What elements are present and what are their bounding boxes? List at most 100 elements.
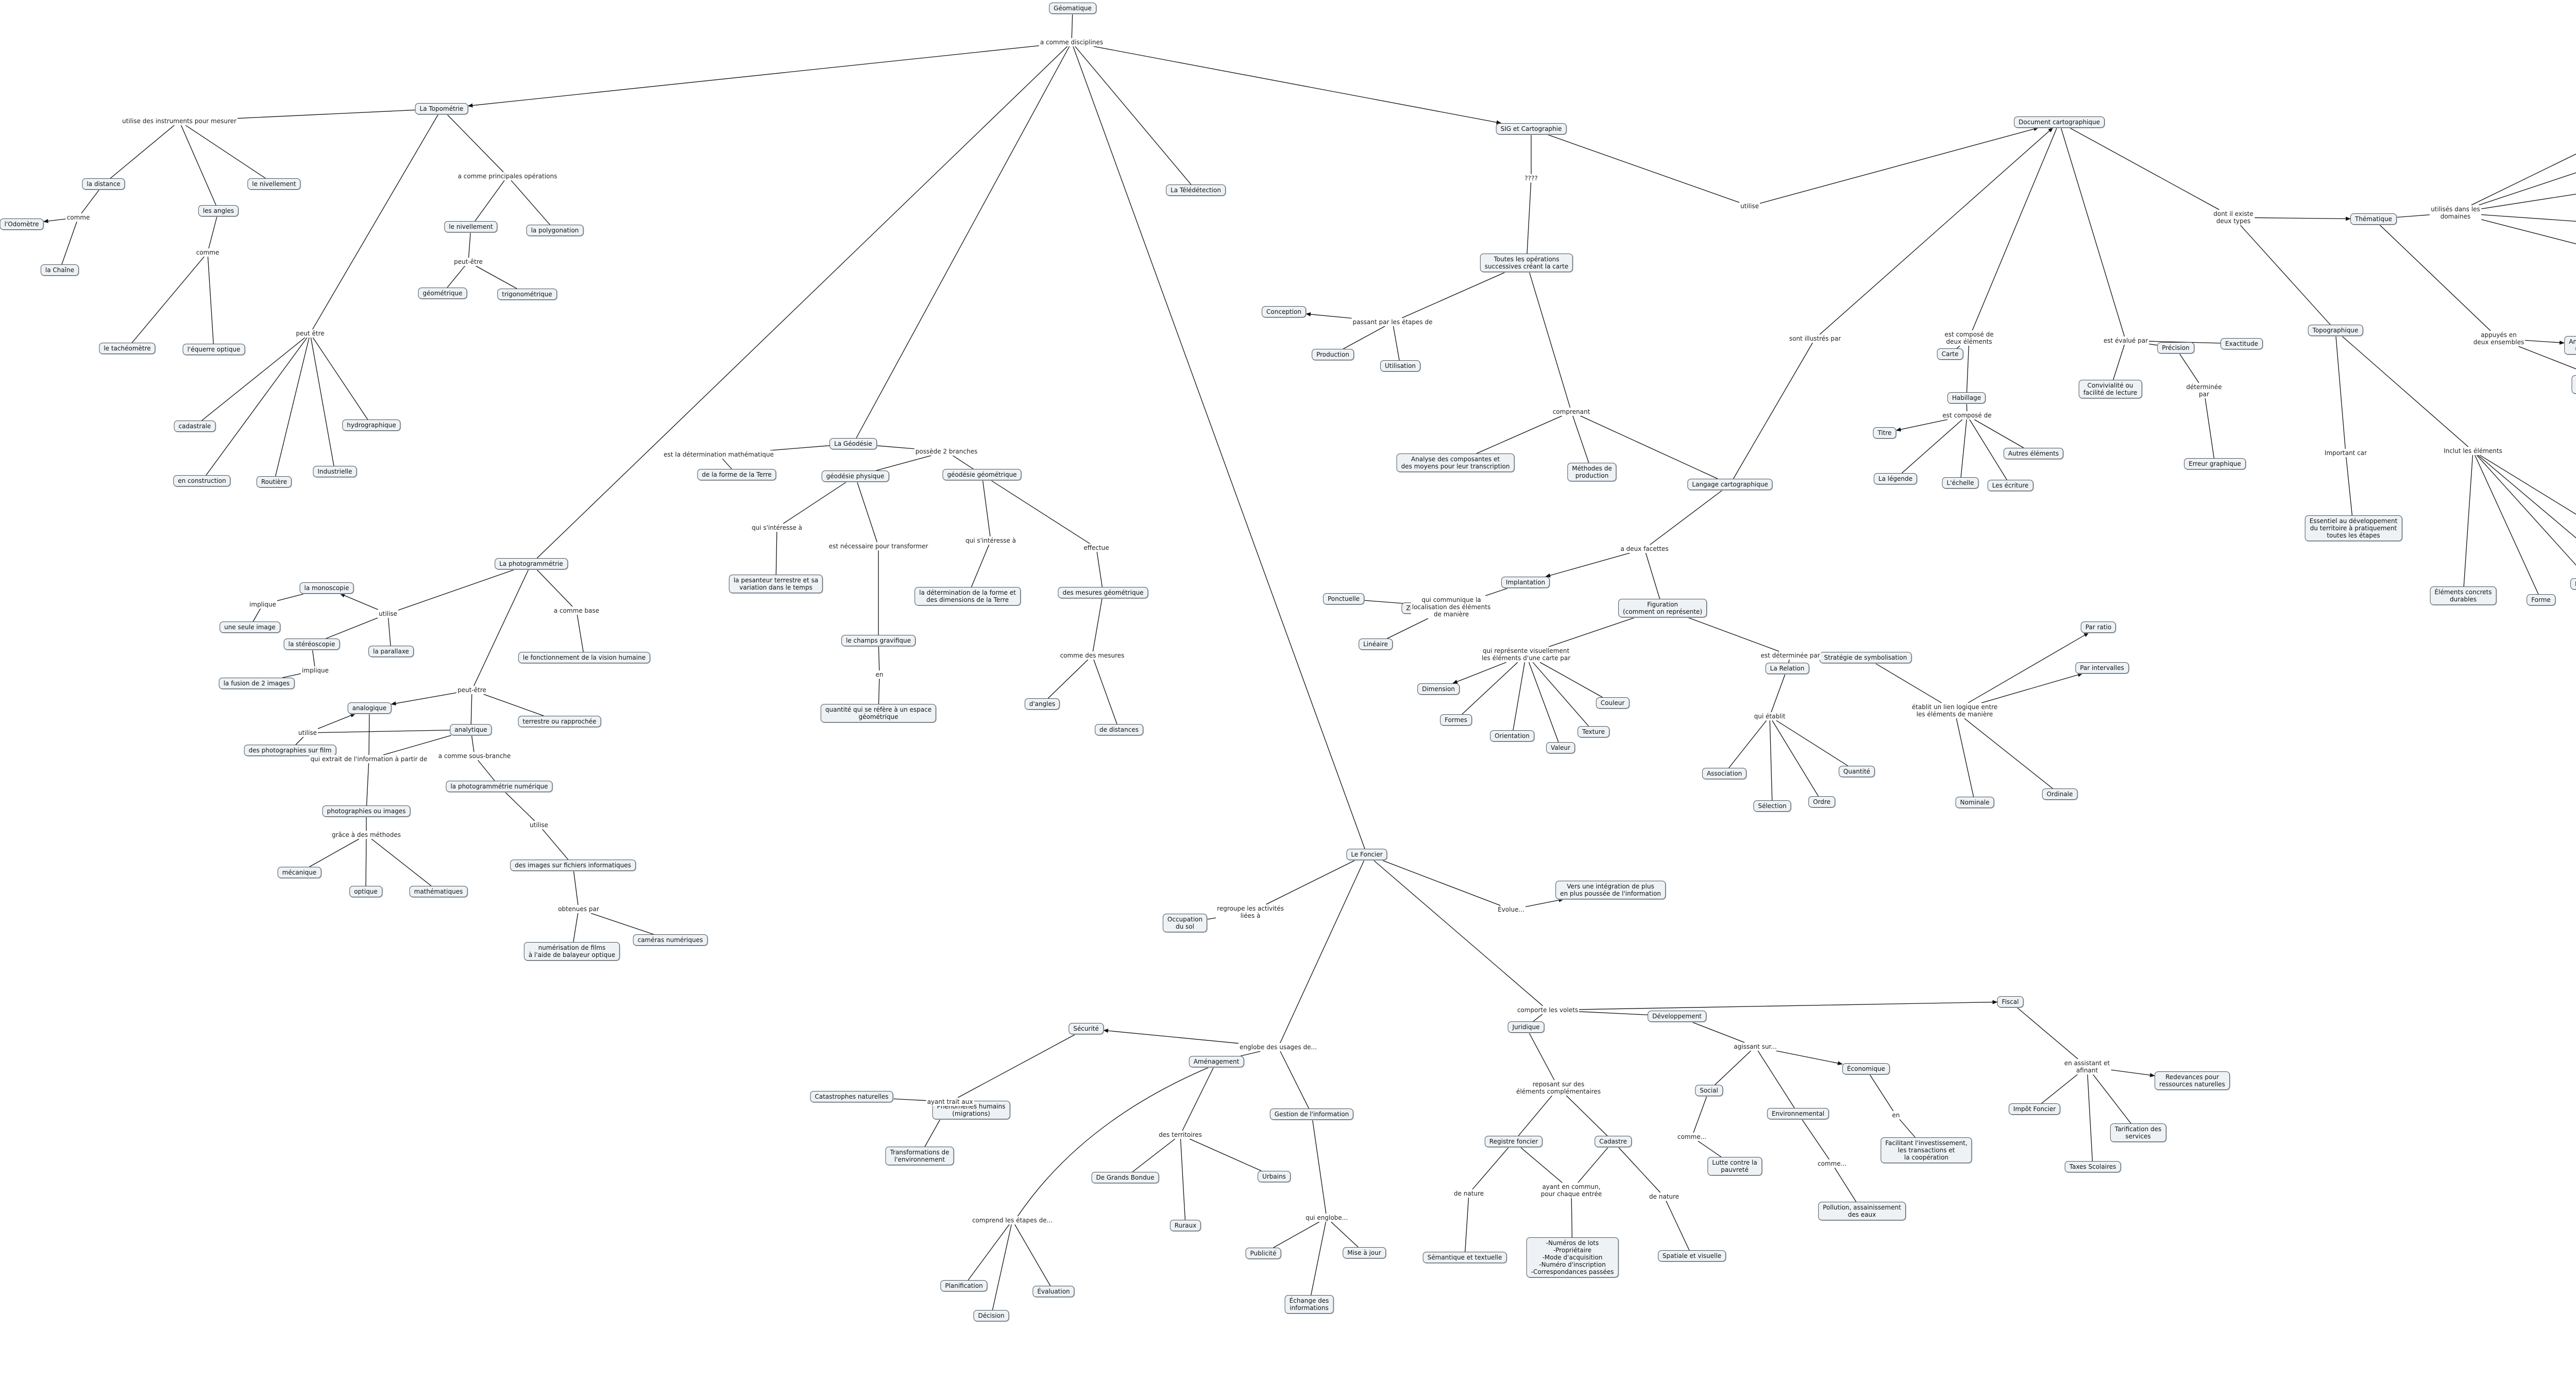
concept-quantite[interactable]: Quantité: [1838, 766, 1875, 777]
concept-stereoscopie[interactable]: la stéréoscopie: [283, 639, 340, 650]
concept-ruraux[interactable]: Ruraux: [1170, 1220, 1201, 1231]
concept-analyse[interactable]: Analyse des composantes et des moyens po…: [1396, 454, 1515, 472]
concept-doccarto[interactable]: Document cartographique: [2014, 116, 2105, 128]
concept-mecanique[interactable]: mécanique: [277, 867, 321, 878]
concept-maths[interactable]: mathématiques: [409, 886, 468, 897]
concept-texture[interactable]: Texture: [1578, 726, 1609, 737]
concept-enconstr[interactable]: en construction: [173, 475, 231, 486]
concept-facilitant[interactable]: Facilitant l'investissement, les transac…: [1880, 1137, 1972, 1163]
concept-optique[interactable]: optique: [349, 886, 382, 897]
concept-orientation[interactable]: Orientation: [1490, 730, 1534, 742]
concept-monoscopie[interactable]: la monoscopie: [299, 582, 354, 594]
concept-juridique[interactable]: Juridique: [1507, 1021, 1545, 1033]
concept-relation[interactable]: La Relation: [1765, 663, 1809, 674]
concept-conception[interactable]: Conception: [1262, 306, 1306, 317]
concept-trigo[interactable]: trigonométrique: [497, 289, 557, 300]
concept-implantation[interactable]: Implantation: [1501, 577, 1550, 588]
concept-economiquedev[interactable]: Économique: [1842, 1063, 1890, 1074]
concept-carte[interactable]: Carte: [1937, 348, 1963, 360]
concept-champs[interactable]: le champs gravifique: [841, 635, 916, 646]
concept-tachy[interactable]: le tachéomètre: [99, 343, 156, 354]
concept-couleur[interactable]: Couleur: [1596, 697, 1630, 709]
concept-impot[interactable]: Impôt Foncier: [2008, 1103, 2061, 1115]
concept-odo[interactable]: l'Odomètre: [0, 219, 44, 230]
concept-dangles[interactable]: d'angles: [1024, 698, 1060, 710]
concept-foncier[interactable]: Le Foncier: [1346, 849, 1387, 860]
concept-chaine[interactable]: la Chaîne: [40, 264, 79, 276]
concept-fiscal[interactable]: Fiscal: [1997, 996, 2024, 1007]
concept-forme[interactable]: Forme: [2527, 594, 2555, 606]
concept-gestion[interactable]: Gestion de l'information: [1269, 1109, 1354, 1120]
concept-securite[interactable]: Sécurité: [1069, 1023, 1104, 1034]
concept-quantitegeo[interactable]: quantité qui se réfère à un espace géomé…: [820, 704, 937, 723]
concept-mesuresgeo[interactable]: des mesures géométrique: [1058, 587, 1148, 598]
concept-polyg[interactable]: la polygonation: [526, 225, 584, 236]
concept-pesanteur[interactable]: la pesanteur terrestre et sa variation d…: [728, 575, 823, 593]
concept-convivialite[interactable]: Convivialité ou facilité de lecture: [2078, 380, 2142, 398]
concept-uneseule[interactable]: une seule image: [219, 622, 280, 633]
concept-topographique[interactable]: Topographique: [2308, 325, 2363, 336]
concept-nivmes[interactable]: le nivellement: [247, 178, 301, 190]
concept-langage[interactable]: Langage cartographique: [1687, 479, 1773, 490]
concept-parallaxe[interactable]: la parallaxe: [368, 646, 414, 657]
concept-catastrophes[interactable]: Catastrophes naturelles: [810, 1091, 893, 1102]
concept-echelle[interactable]: L'échelle: [1942, 477, 1979, 489]
concept-lutte[interactable]: Lutte contre la pauvreté: [1707, 1157, 1762, 1175]
concept-dimensions[interactable]: Dimensions: [2570, 578, 2576, 590]
concept-tarification[interactable]: Tarification des services: [2110, 1123, 2166, 1142]
concept-miseajour[interactable]: Mise à jour: [1343, 1247, 1386, 1258]
concept-thematique[interactable]: Thématique: [2350, 213, 2397, 225]
concept-toutes[interactable]: Toutes les opérations successives créant…: [1480, 254, 1573, 272]
concept-geophys[interactable]: géodésie physique: [821, 471, 889, 482]
concept-ecriture[interactable]: Les écriture: [1987, 480, 2033, 491]
concept-parint[interactable]: Par intervalles: [2075, 662, 2129, 674]
concept-hydro[interactable]: hydrographique: [342, 419, 401, 431]
concept-elements[interactable]: Éléments concrets durables: [2430, 586, 2497, 605]
concept-versune[interactable]: Vers une intégration de plus en plus pou…: [1555, 881, 1666, 899]
concept-photosfilm[interactable]: des photographies sur film: [244, 745, 336, 756]
concept-production[interactable]: Production: [1312, 349, 1354, 360]
concept-ponctuelle[interactable]: Ponctuelle: [1323, 593, 1365, 604]
concept-numeros[interactable]: -Numéros de lots -Propriétaire -Mode d'a…: [1526, 1237, 1619, 1278]
concept-socialdev[interactable]: Social: [1695, 1085, 1723, 1096]
concept-semantique[interactable]: Sémantique et textuelle: [1422, 1252, 1507, 1263]
concept-topo[interactable]: La Topométrie: [415, 103, 468, 114]
concept-geodesie[interactable]: La Géodésie: [829, 438, 877, 449]
concept-formeterre[interactable]: de la forme de la Terre: [697, 469, 776, 480]
concept-transformations[interactable]: Transformations de l'environnement: [885, 1147, 954, 1165]
concept-habillage[interactable]: Habillage: [1947, 392, 1986, 404]
concept-pollution[interactable]: Pollution, assainissement des eaux: [1818, 1202, 1906, 1220]
concept-routiere[interactable]: Routière: [256, 476, 292, 488]
concept-spatiale[interactable]: Spatiale et visuelle: [1657, 1250, 1726, 1262]
concept-cadastrale[interactable]: cadastrale: [174, 421, 216, 432]
concept-sig[interactable]: SIG et Cartographie: [1496, 123, 1567, 135]
concept-figuration[interactable]: Figuration (comment on représente): [1618, 599, 1707, 617]
concept-cadastre[interactable]: Cadastre: [1595, 1136, 1632, 1147]
concept-taxes[interactable]: Taxes Scolaires: [2064, 1161, 2121, 1172]
concept-valeur[interactable]: Valeur: [1546, 742, 1575, 753]
concept-nominale[interactable]: Nominale: [1955, 797, 1994, 808]
concept-occupation[interactable]: Occupation du sol: [1162, 914, 1208, 932]
concept-numerisation[interactable]: numérisation de films à l'aide de balaye…: [523, 942, 620, 961]
concept-precision[interactable]: Précision: [2157, 342, 2194, 354]
concept-redevances[interactable]: Redevances pour ressources naturelles: [2155, 1071, 2230, 1090]
concept-terrestre[interactable]: terrestre ou rapprochée: [518, 716, 601, 727]
concept-essentiel[interactable]: Essentiel au développement du territoire…: [2304, 515, 2402, 541]
concept-photosimages[interactable]: photographies ou images: [322, 805, 411, 817]
concept-analogique[interactable]: analogique: [347, 702, 392, 714]
concept-association[interactable]: Association: [1702, 768, 1747, 779]
concept-geo[interactable]: Géomatique: [1049, 3, 1096, 14]
concept-fonctionnement[interactable]: le fonctionnement de la vision humaine: [518, 652, 651, 663]
concept-analytique[interactable]: analytique: [450, 724, 492, 735]
concept-planification[interactable]: Planification: [940, 1280, 988, 1291]
concept-lineaire[interactable]: Linéaire: [1359, 639, 1393, 650]
concept-angles[interactable]: les angles: [198, 205, 239, 216]
concept-geom[interactable]: géométrique: [418, 288, 467, 299]
concept-developpement[interactable]: Développement: [1648, 1011, 1706, 1022]
concept-parratio[interactable]: Par ratio: [2080, 622, 2116, 633]
concept-environnemental[interactable]: Environnemental: [1767, 1108, 1829, 1119]
concept-photonum[interactable]: la photogrammétrie numérique: [446, 781, 553, 792]
concept-indus[interactable]: Industrielle: [313, 466, 357, 477]
concept-strategie[interactable]: Stratégie de symbolisation: [1819, 652, 1912, 663]
concept-decision[interactable]: Décision: [973, 1310, 1009, 1321]
